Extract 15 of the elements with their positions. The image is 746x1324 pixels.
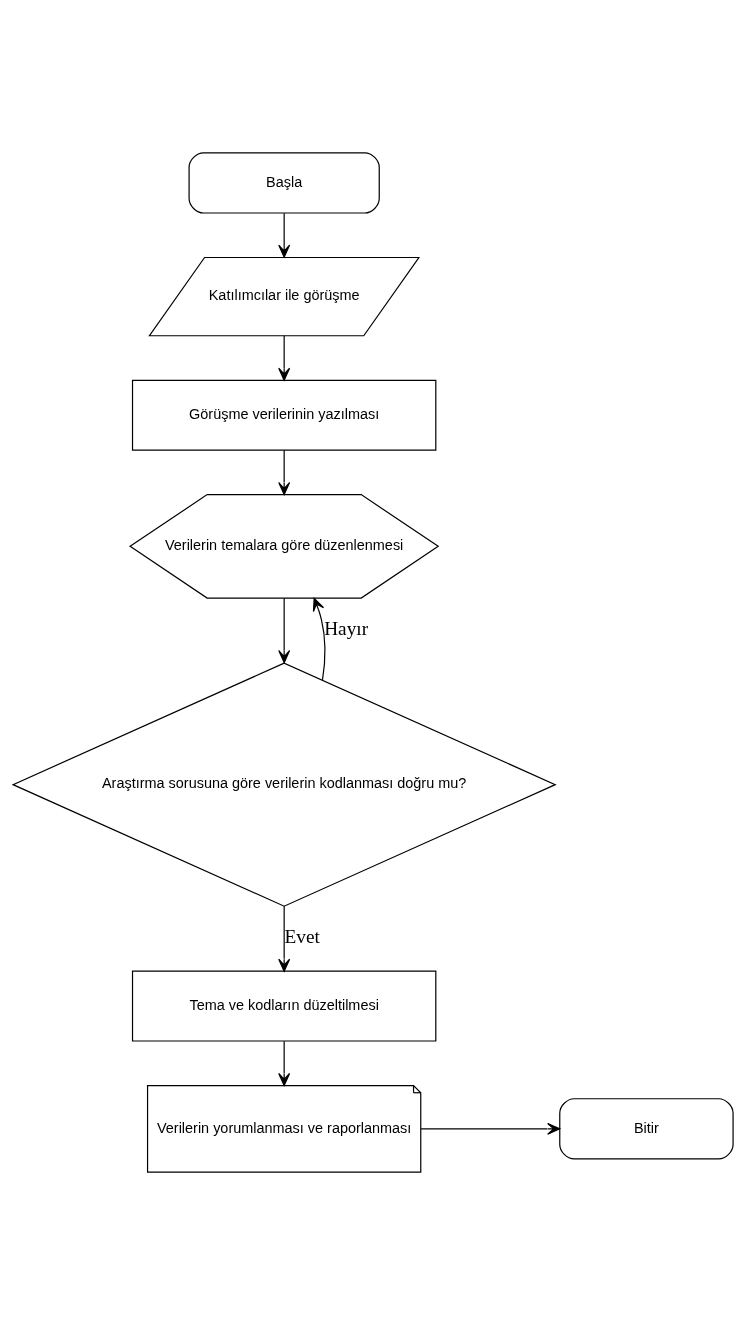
- arrow: [278, 597, 291, 663]
- node-diamond: Araştırma sorusuna göre verilerin kodlanması doğru mu?: [11, 661, 557, 907]
- arrow: [312, 597, 326, 680]
- arrow: [278, 905, 291, 972]
- arrow: [278, 334, 291, 381]
- arrow: [420, 1122, 561, 1135]
- arrow: [278, 1040, 291, 1086]
- edge-label: Hayır: [324, 617, 369, 639]
- node-box: Bitir: [559, 1097, 734, 1160]
- arrow: [278, 212, 291, 258]
- node-box: Başla: [188, 151, 380, 214]
- node-box: Görüşme verilerinin yazılması: [131, 379, 437, 451]
- edge-label: Evet: [284, 925, 320, 947]
- arrow: [278, 449, 291, 495]
- node-box: Tema ve kodların düzeltilmesi: [131, 970, 437, 1042]
